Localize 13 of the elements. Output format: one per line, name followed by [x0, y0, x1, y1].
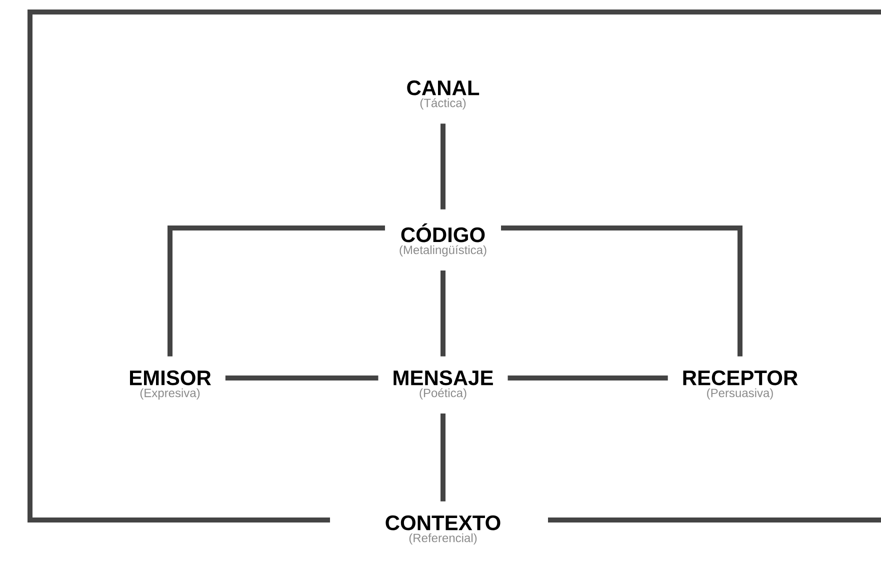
- connector-line: [225, 376, 378, 380]
- function-label: CANAL (Táctica): [407, 80, 480, 110]
- connector-line: [508, 376, 668, 380]
- connector-line: [440, 270, 446, 356]
- connector-line: [440, 124, 446, 210]
- connector-line: [168, 226, 385, 356]
- function-label: EMISOR (Expresiva): [130, 370, 211, 400]
- function-label: RECEPTOR (Persuasiva): [683, 370, 798, 400]
- function-label: MENSAJE (Poética): [394, 370, 493, 400]
- connector-line: [501, 226, 742, 356]
- connector-line: [440, 414, 446, 502]
- function-label: CONTEXTO (Referencial): [386, 515, 500, 545]
- function-label: CÓDIGO (Metalingüística): [400, 223, 486, 257]
